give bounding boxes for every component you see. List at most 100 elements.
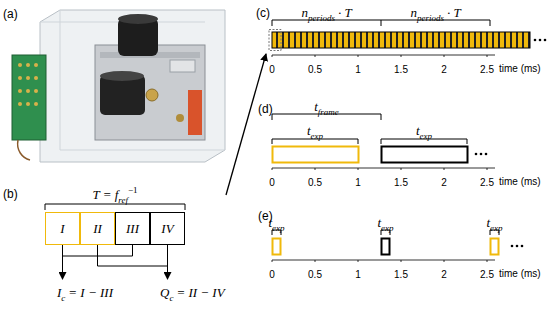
math-symbol: n: [410, 5, 417, 20]
math-symbol: n: [301, 5, 308, 20]
tick-label: 0.5: [308, 177, 322, 188]
label-group: nperiods· T: [301, 2, 351, 24]
math-symbol: · T: [447, 5, 461, 20]
tick-label: 0.5: [308, 269, 322, 280]
math-symbol: t: [268, 215, 272, 230]
label-group: texp: [268, 212, 284, 234]
label-group: (c): [256, 2, 270, 21]
period-bracket: [45, 204, 185, 210]
subscript: ref: [118, 195, 128, 205]
panel-letter: (c): [256, 6, 270, 20]
label-group: 2: [441, 171, 447, 190]
label-group: Ic= I − III: [57, 282, 113, 304]
device-photo: [12, 10, 225, 162]
label-group: 1.5: [394, 58, 408, 77]
subscript: c: [61, 293, 65, 303]
label-group: 1: [355, 263, 361, 282]
label-group: 1.5: [394, 263, 408, 282]
tick-label: 0: [269, 177, 275, 188]
tick-label: 1.5: [394, 177, 408, 188]
math-symbol: T = f: [92, 187, 118, 202]
label-group: 2.5: [480, 58, 494, 77]
tick-label: 1: [355, 64, 361, 75]
tick-label: 2.5: [480, 177, 494, 188]
tick-label: 0: [269, 64, 275, 75]
math-symbol: t: [307, 123, 311, 138]
subscript: exp: [311, 131, 324, 141]
label-group: 2: [441, 58, 447, 77]
timeline-c: [269, 20, 546, 57]
label-group: 2: [441, 263, 447, 282]
math-symbol: Q: [160, 285, 169, 300]
label-group: (b): [3, 183, 18, 202]
label-group: 0: [269, 263, 275, 282]
cell-label: I: [60, 221, 64, 237]
label-group: texp: [486, 212, 502, 234]
label-group: 0.5: [308, 171, 322, 190]
tick-label: 1: [355, 177, 361, 188]
axis-title: time (ms): [499, 268, 541, 279]
equation-text: = I − III: [68, 285, 113, 300]
label-group: (a): [3, 3, 18, 22]
math-symbol: t: [416, 123, 420, 138]
label-group: 0: [269, 171, 275, 190]
tick-label: 1: [355, 269, 361, 280]
tick-label: 1.5: [394, 64, 408, 75]
label-group: texp: [416, 120, 432, 142]
tick-label: 2: [441, 64, 447, 75]
superscript: −1: [128, 185, 138, 195]
panel-letter: (b): [3, 187, 18, 201]
timeline-e: [272, 230, 523, 262]
label-group: T = fref−1: [92, 184, 137, 206]
tick-label: 1.5: [394, 269, 408, 280]
label-group: 2.5: [480, 263, 494, 282]
label-group: 2.5: [480, 171, 494, 190]
tick-label: 0.5: [308, 64, 322, 75]
tick-label: 2: [441, 177, 447, 188]
math-symbol: t: [486, 215, 490, 230]
label-group: time (ms): [499, 262, 541, 281]
label-group: Qc= II − IV: [160, 282, 225, 304]
subscript: periods: [417, 13, 444, 23]
zoom-arrow: [226, 54, 266, 195]
axis-title: time (ms): [499, 63, 541, 74]
math-symbol: t: [377, 215, 381, 230]
period-cell: III: [115, 212, 150, 245]
subscript: exp: [272, 223, 285, 233]
subscript: exp: [381, 223, 394, 233]
tick-label: 2.5: [480, 269, 494, 280]
equation-text: = II − IV: [176, 285, 224, 300]
subscript: exp: [490, 223, 503, 233]
tick-label: 2: [441, 269, 447, 280]
period-cell: II: [80, 212, 115, 245]
period-cell: IV: [150, 212, 185, 245]
tick-label: 2.5: [480, 64, 494, 75]
label-group: (d): [258, 98, 273, 117]
label-group: tframe: [314, 96, 339, 118]
cell-label: III: [126, 221, 139, 237]
timeline-d: [272, 114, 495, 170]
panel-letter: (d): [258, 102, 273, 116]
tick-label: 0: [269, 269, 275, 280]
cell-label: IV: [161, 221, 173, 237]
subscript: periods: [308, 13, 335, 23]
label-group: texp: [307, 120, 323, 142]
label-group: time (ms): [499, 57, 541, 76]
label-group: 1: [355, 171, 361, 190]
subscript: exp: [420, 131, 433, 141]
label-group: 1.5: [394, 171, 408, 190]
period-cell: I: [45, 212, 80, 245]
subscript: frame: [318, 107, 339, 117]
combination-lines: [63, 245, 168, 279]
subscript: c: [169, 293, 173, 303]
label-group: time (ms): [499, 170, 541, 189]
label-group: 0: [269, 58, 275, 77]
label-group: 0.5: [308, 263, 322, 282]
axis-title: time (ms): [499, 176, 541, 187]
math-symbol: I: [57, 285, 61, 300]
panel-letter: (a): [3, 7, 18, 21]
label-group: 0.5: [308, 58, 322, 77]
label-group: nperiods· T: [410, 2, 460, 24]
math-symbol: · T: [338, 5, 352, 20]
